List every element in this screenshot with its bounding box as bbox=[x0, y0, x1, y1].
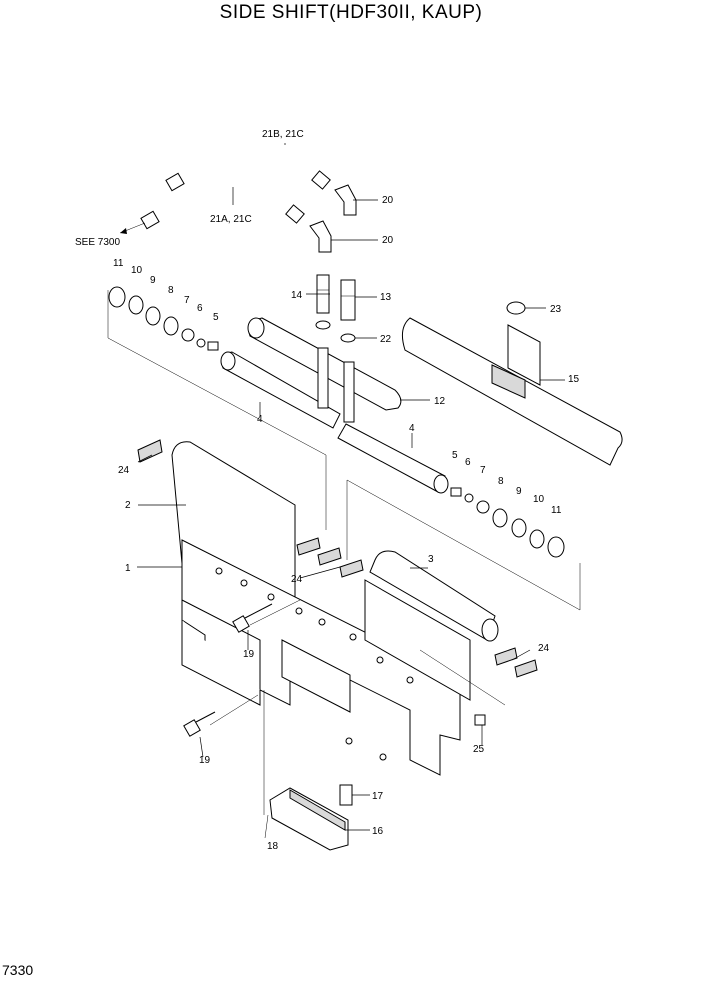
label-part-17: 17 bbox=[372, 791, 384, 802]
label-part-13: 13 bbox=[380, 292, 392, 303]
label-part-7-right: 7 bbox=[480, 465, 486, 476]
hydraulic-hoses bbox=[119, 141, 331, 234]
bottom-bracket bbox=[264, 784, 353, 851]
label-part-12: 12 bbox=[434, 396, 446, 407]
label-part-3: 3 bbox=[428, 554, 434, 565]
label-part-14: 14 bbox=[291, 290, 303, 301]
label-part-24-middle: 24 bbox=[291, 574, 303, 585]
cover-plate bbox=[401, 301, 623, 466]
page-number: 7330 bbox=[2, 962, 34, 978]
label-part-20-lower: 20 bbox=[382, 235, 394, 246]
label-part-10-right: 10 bbox=[533, 494, 545, 505]
label-part-19-lower: 19 bbox=[199, 755, 211, 766]
label-part-15: 15 bbox=[568, 374, 580, 385]
label-part-20-upper: 20 bbox=[382, 195, 394, 206]
part-labels: 21B, 21C 21A, 21C SEE 7300 20 20 14 13 2… bbox=[75, 129, 580, 852]
leader-lines bbox=[107, 143, 581, 831]
label-hose-upper: 21B, 21C bbox=[262, 129, 304, 140]
label-part-4-left: 4 bbox=[257, 414, 263, 425]
page-title: SIDE SHIFT(HDF30II, KAUP) bbox=[219, 2, 483, 23]
label-part-9-left: 9 bbox=[150, 275, 156, 286]
connector-fittings bbox=[315, 274, 356, 343]
label-part-22: 22 bbox=[380, 334, 392, 345]
label-part-11-right: 11 bbox=[551, 505, 562, 516]
label-part-5-left: 5 bbox=[213, 312, 219, 323]
label-part-6-left: 6 bbox=[197, 303, 203, 314]
label-part-19-upper: 19 bbox=[243, 649, 255, 660]
label-part-25: 25 bbox=[473, 744, 485, 755]
label-part-11-left: 11 bbox=[113, 258, 124, 269]
label-part-16: 16 bbox=[372, 826, 384, 837]
label-part-2: 2 bbox=[125, 500, 131, 511]
seal-stack-left bbox=[108, 286, 219, 351]
label-part-9-right: 9 bbox=[516, 486, 522, 497]
label-part-7-left: 7 bbox=[184, 295, 190, 306]
label-part-23: 23 bbox=[550, 304, 562, 315]
elbow-fittings bbox=[309, 184, 357, 253]
label-see-reference: SEE 7300 bbox=[75, 237, 120, 248]
label-part-8-left: 8 bbox=[168, 285, 174, 296]
label-part-8-right: 8 bbox=[498, 476, 504, 487]
label-part-5-right: 5 bbox=[452, 450, 458, 461]
label-part-18: 18 bbox=[267, 841, 279, 852]
label-part-4-right: 4 bbox=[409, 423, 415, 434]
main-frame bbox=[171, 441, 499, 776]
label-part-1: 1 bbox=[125, 563, 131, 574]
seal-stack-right bbox=[450, 487, 565, 558]
label-part-24-top: 24 bbox=[118, 465, 130, 476]
shims bbox=[137, 439, 538, 678]
label-hose-lower: 21A, 21C bbox=[210, 214, 252, 225]
label-part-10-left: 10 bbox=[131, 265, 143, 276]
cylinder-tubes bbox=[220, 317, 449, 494]
label-part-6-right: 6 bbox=[465, 457, 471, 468]
label-part-24-right: 24 bbox=[538, 643, 550, 654]
bolts bbox=[183, 603, 486, 737]
